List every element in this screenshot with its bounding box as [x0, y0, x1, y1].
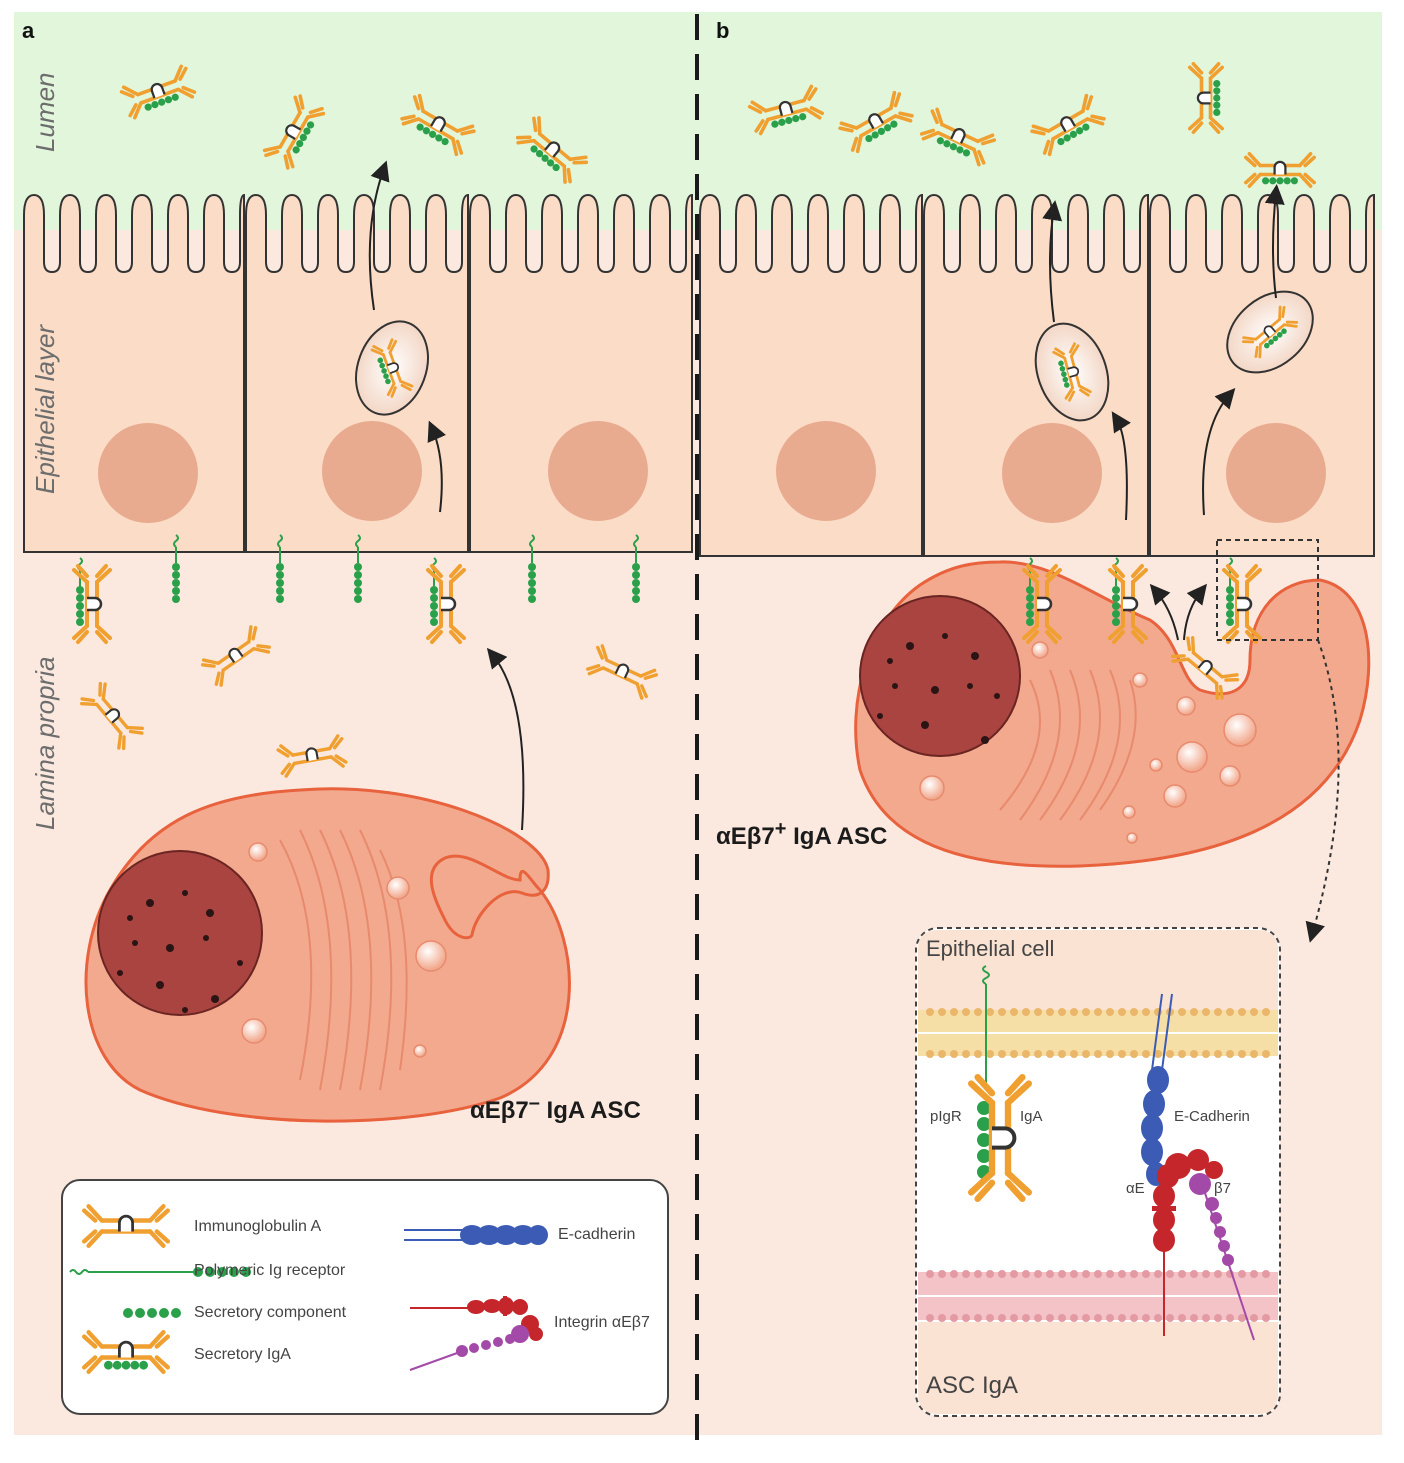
inset-pigr-label: pIgR	[930, 1108, 962, 1125]
integrin-icon	[409, 1296, 543, 1371]
golgi-a	[279, 829, 408, 1091]
asc-label-b-rest: IgA ASC	[786, 823, 888, 850]
asc-label-b-main: αEβ7	[716, 823, 775, 850]
legend-label-iga: Immunoglobulin A	[194, 1218, 322, 1235]
asc-label-a-main: αEβ7	[470, 1097, 529, 1124]
inset-pigr-iga	[971, 965, 1029, 1199]
e-cadherin-icon	[404, 1225, 548, 1245]
zoom-pointer	[1305, 639, 1340, 943]
inset-alpha-e-label: αE	[1126, 1180, 1145, 1197]
asc-label-a-rest: IgA ASC	[539, 1097, 641, 1124]
inset-box	[915, 927, 1281, 1417]
legend-label-e-cadherin: E-cadherin	[558, 1226, 636, 1243]
epithelial-nuclei	[98, 421, 1326, 523]
plasma-cell-b	[854, 560, 1371, 868]
zoom-box	[1216, 539, 1319, 641]
lumen-label: Lumen	[30, 72, 60, 153]
inset-asc-iga-label: ASC IgA	[926, 1372, 1019, 1399]
epithelial-membrane	[918, 1010, 1278, 1056]
inset-e-cadherin-label: E-Cadherin	[1174, 1108, 1250, 1125]
lamina-propria-label: Lamina propria	[30, 656, 60, 830]
panel-a-letter: a	[22, 18, 35, 43]
legend-label-pigr: Polymeric Ig receptor	[194, 1262, 346, 1279]
asc-label-b-sup: +	[774, 818, 787, 840]
legend-icons	[69, 1206, 548, 1372]
transcytosis-vesicles	[355, 290, 1314, 422]
legend-label-integrin: Integrin αEβ7	[554, 1314, 650, 1331]
inset-iga-label: IgA	[1020, 1108, 1043, 1125]
secretory-component-icon	[123, 1308, 181, 1318]
asc-label-a-sup: –	[528, 1092, 540, 1114]
flow-arrows	[368, 160, 1285, 831]
plasma-cell-a	[84, 787, 571, 1123]
legend-label-secretory-iga: Secretory IgA	[194, 1346, 291, 1363]
panel-b-letter: b	[716, 18, 730, 43]
asc-label-b: αEβ7+ IgA ASC	[716, 818, 887, 851]
asc-label-a: αEβ7– IgA ASC	[470, 1092, 641, 1125]
inset-epithelial-cell-label: Epithelial cell	[926, 936, 1055, 961]
epithelial-layer-label: Epithelial layer	[30, 324, 60, 494]
golgi-b	[999, 669, 1137, 821]
pigr-icon	[69, 1267, 251, 1277]
inset-beta7-label: β7	[1214, 1180, 1231, 1197]
inset-integrin	[1152, 1149, 1255, 1341]
legend-label-secretory-component: Secretory component	[194, 1304, 347, 1321]
asc-membrane	[918, 1272, 1278, 1320]
